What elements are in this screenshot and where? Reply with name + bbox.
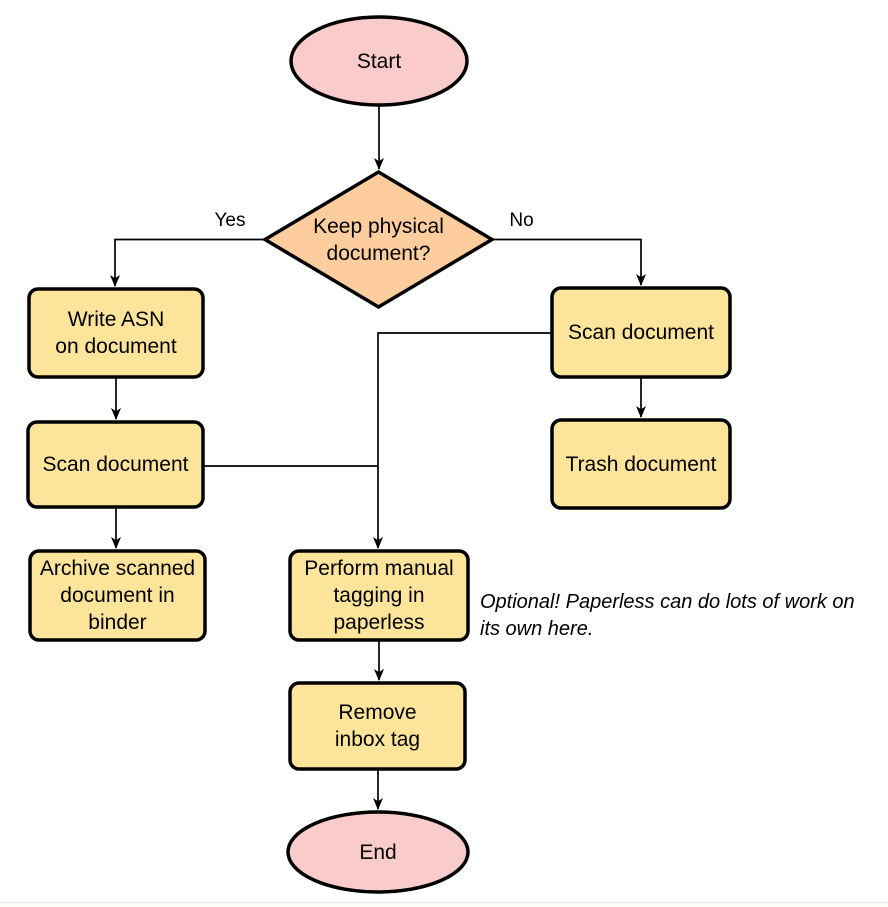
footer-strip (0, 903, 888, 907)
edge-decision-yes-to-write-asn (110, 238, 265, 287)
scan-left-node-shape (26, 420, 205, 509)
page-divider (0, 902, 888, 903)
trash-node-shape (550, 418, 732, 510)
optional-note: Optional! Paperless can do lots of work … (480, 589, 855, 642)
write-asn-node-shape (27, 287, 205, 379)
remove-inbox-node-shape (288, 681, 467, 771)
edge-scan-right-to-tagging (373, 332, 552, 549)
edge-decision-no-to-scan-right (492, 238, 646, 286)
decision-node-shape (261, 169, 496, 310)
optional-note-line: Optional! Paperless can do lots of work … (480, 591, 855, 613)
tagging-node-shape (288, 549, 470, 642)
optional-note-line: its own here. (480, 617, 594, 640)
archive-node-shape (28, 549, 207, 642)
start-node-shape (289, 15, 469, 107)
end-node-shape (286, 810, 470, 894)
scan-right-node-shape (550, 286, 732, 379)
